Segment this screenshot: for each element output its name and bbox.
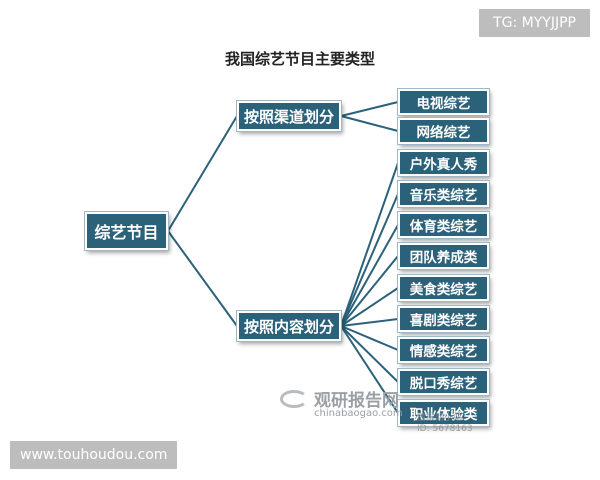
branch-node-channel: 按照渠道划分: [237, 101, 341, 131]
branch-to-leaf-line: [340, 325, 399, 414]
leaf-node: 喜剧类综艺: [398, 306, 489, 332]
leaf-node: 音乐类综艺: [398, 181, 489, 207]
branch-to-leaf-line: [340, 255, 399, 327]
branch-to-leaf-line: [340, 318, 399, 327]
site-watermark-badge: www.touhoudou.com: [10, 441, 178, 469]
branch-to-leaf-line: [340, 325, 399, 351]
leaf-node: 体育类综艺: [398, 212, 489, 238]
leaf-node: 团队养成类: [398, 243, 489, 269]
branch-to-leaf-line: [340, 162, 399, 327]
secondary-watermark: 情报网小站 ID: 5678163: [417, 413, 473, 435]
leaf-node: 脱口秀综艺: [398, 369, 489, 395]
root-to-branch-line: [167, 115, 238, 232]
branch-to-leaf-line: [340, 325, 399, 383]
branch-to-leaf-line: [340, 287, 399, 327]
secondary-watermark-line2: ID: 5678163: [417, 424, 473, 434]
leaf-node: 情感类综艺: [398, 337, 489, 363]
leaf-node: 户外真人秀: [398, 150, 489, 176]
branch-to-leaf-line: [340, 224, 399, 327]
leaf-node: 电视综艺: [398, 89, 489, 115]
root-node: 综艺节目: [85, 212, 168, 250]
leaf-node: 美食类综艺: [398, 275, 489, 301]
diagram-title: 我国综艺节目主要类型: [224, 50, 375, 68]
branch-to-leaf-line: [340, 115, 399, 132]
leaf-node: 网络综艺: [398, 118, 489, 144]
watermark-en-text: chinabaogao.com: [314, 408, 403, 419]
root-to-branch-line: [167, 230, 238, 327]
branch-node-content: 按照内容划分: [237, 311, 341, 341]
swirl-logo-icon: [280, 390, 308, 408]
tg-watermark-badge: TG: MYYJJPP: [479, 9, 590, 37]
watermark-cn-text: 观研报告网: [314, 391, 399, 411]
branch-to-leaf-line: [340, 101, 399, 117]
branch-to-leaf-line: [340, 193, 399, 327]
leaf-node: 职业体验类: [398, 400, 489, 426]
secondary-watermark-line1: 情报网小站: [417, 413, 463, 423]
